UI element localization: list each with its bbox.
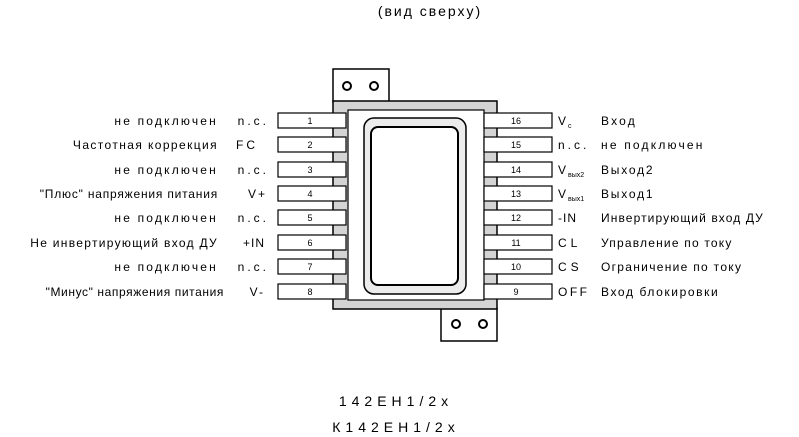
pin-signal: V+	[248, 187, 267, 201]
pin-number: 9	[513, 287, 518, 297]
pin-right-9: 9 OFF Вход блокировки	[483, 283, 719, 300]
pin-left-5: 5 n.c. не подключен	[114, 209, 347, 226]
pin-number: 16	[511, 116, 521, 126]
part-number-1: 142ЕН1/2х	[339, 393, 453, 409]
pin-number: 3	[307, 165, 312, 175]
pin-signal: -IN	[558, 211, 577, 225]
pin-number: 15	[511, 140, 521, 150]
bottom-mounting-tab	[440, 307, 498, 342]
pin-signal: n.c.	[238, 260, 269, 274]
pin-number: 11	[511, 238, 520, 248]
pin-description: не подключен	[114, 260, 218, 274]
pin-description: Выход1	[601, 187, 654, 201]
pin-right-10: 10 CS Ограничение по току	[483, 258, 742, 275]
pin-number: 13	[511, 189, 521, 199]
pin-right-11: 11 CL Управление по току	[483, 234, 733, 251]
pin-signal-subscript: вых2	[568, 172, 584, 179]
pin-description: "Минус" напряжения питания	[46, 285, 224, 299]
pin-description: Частотная коррекция	[73, 138, 218, 152]
pin-description: не подключен	[114, 163, 218, 177]
pin-number: 5	[307, 213, 312, 223]
pin-description: Управление по току	[601, 236, 733, 250]
pin-description: "Плюс" напряжения питания	[40, 187, 218, 201]
pin-number: 6	[307, 238, 312, 248]
pin-description: Вход	[601, 114, 637, 128]
pin-signal: FC	[236, 138, 258, 152]
pin-signal: OFF	[558, 285, 590, 299]
pin-description: не подключен	[114, 114, 218, 128]
pin-signal: n.c.	[238, 211, 269, 225]
pin-number: 7	[307, 262, 312, 272]
pin-number: 10	[511, 262, 521, 272]
left-pin-column: 1 n.c. не подключен 2 FC Частотная корре…	[30, 112, 347, 300]
mounting-hole-icon	[369, 81, 379, 91]
pin-number: 4	[307, 189, 312, 199]
pin-left-2: 2 FC Частотная коррекция	[73, 136, 347, 153]
pin-right-15: 15 n.c. не подключен	[483, 136, 705, 153]
pin-signal: n.c.	[558, 138, 589, 152]
pin-left-8: 8 V- "Минус" напряжения питания	[46, 283, 347, 300]
pin-left-3: 3 n.c. не подключен	[114, 161, 347, 178]
pin-left-1: 1 n.c. не подключен	[114, 112, 347, 129]
mounting-hole-icon	[451, 319, 461, 329]
pin-description: Ограничение по току	[601, 260, 742, 274]
pin-description: Инвертирующий вход ДУ	[601, 211, 764, 225]
pin-signal-subscript: вых1	[568, 196, 584, 203]
top-mounting-tab	[332, 68, 390, 103]
pin-number: 2	[307, 140, 312, 150]
pin-signal: V-	[250, 285, 265, 299]
pin-description: Вход блокировки	[601, 285, 719, 299]
pin-number: 8	[307, 287, 312, 297]
view-label: (вид сверху)	[378, 3, 482, 19]
pin-number: 12	[511, 213, 521, 223]
pin-signal: +IN	[243, 236, 265, 250]
pin-signal: CS	[558, 260, 583, 274]
pin-description: Выход2	[601, 163, 654, 177]
pin-right-12: 12 -IN Инвертирующий вход ДУ	[483, 209, 764, 226]
pin-left-4: 4 V+ "Плюс" напряжения питания	[40, 185, 347, 202]
pin-description: не подключен	[601, 138, 705, 152]
pin-signal: CL	[558, 236, 581, 250]
part-number-2: К142ЕН1/2х	[332, 419, 459, 435]
pin-signal-subscript: c	[568, 123, 572, 130]
pin-description: Не инвертирующий вход ДУ	[30, 236, 218, 250]
mounting-hole-icon	[342, 81, 352, 91]
pin-description: не подключен	[114, 211, 218, 225]
pin-left-6: 6 +IN Не инвертирующий вход ДУ	[30, 234, 347, 251]
mounting-hole-icon	[478, 319, 488, 329]
pin-number: 1	[307, 116, 312, 126]
chip-package	[332, 100, 498, 310]
pin-left-7: 7 n.c. не подключен	[114, 258, 347, 275]
pin-signal: n.c.	[238, 163, 269, 177]
pin-number: 14	[511, 165, 521, 175]
pin-signal: n.c.	[238, 114, 269, 128]
